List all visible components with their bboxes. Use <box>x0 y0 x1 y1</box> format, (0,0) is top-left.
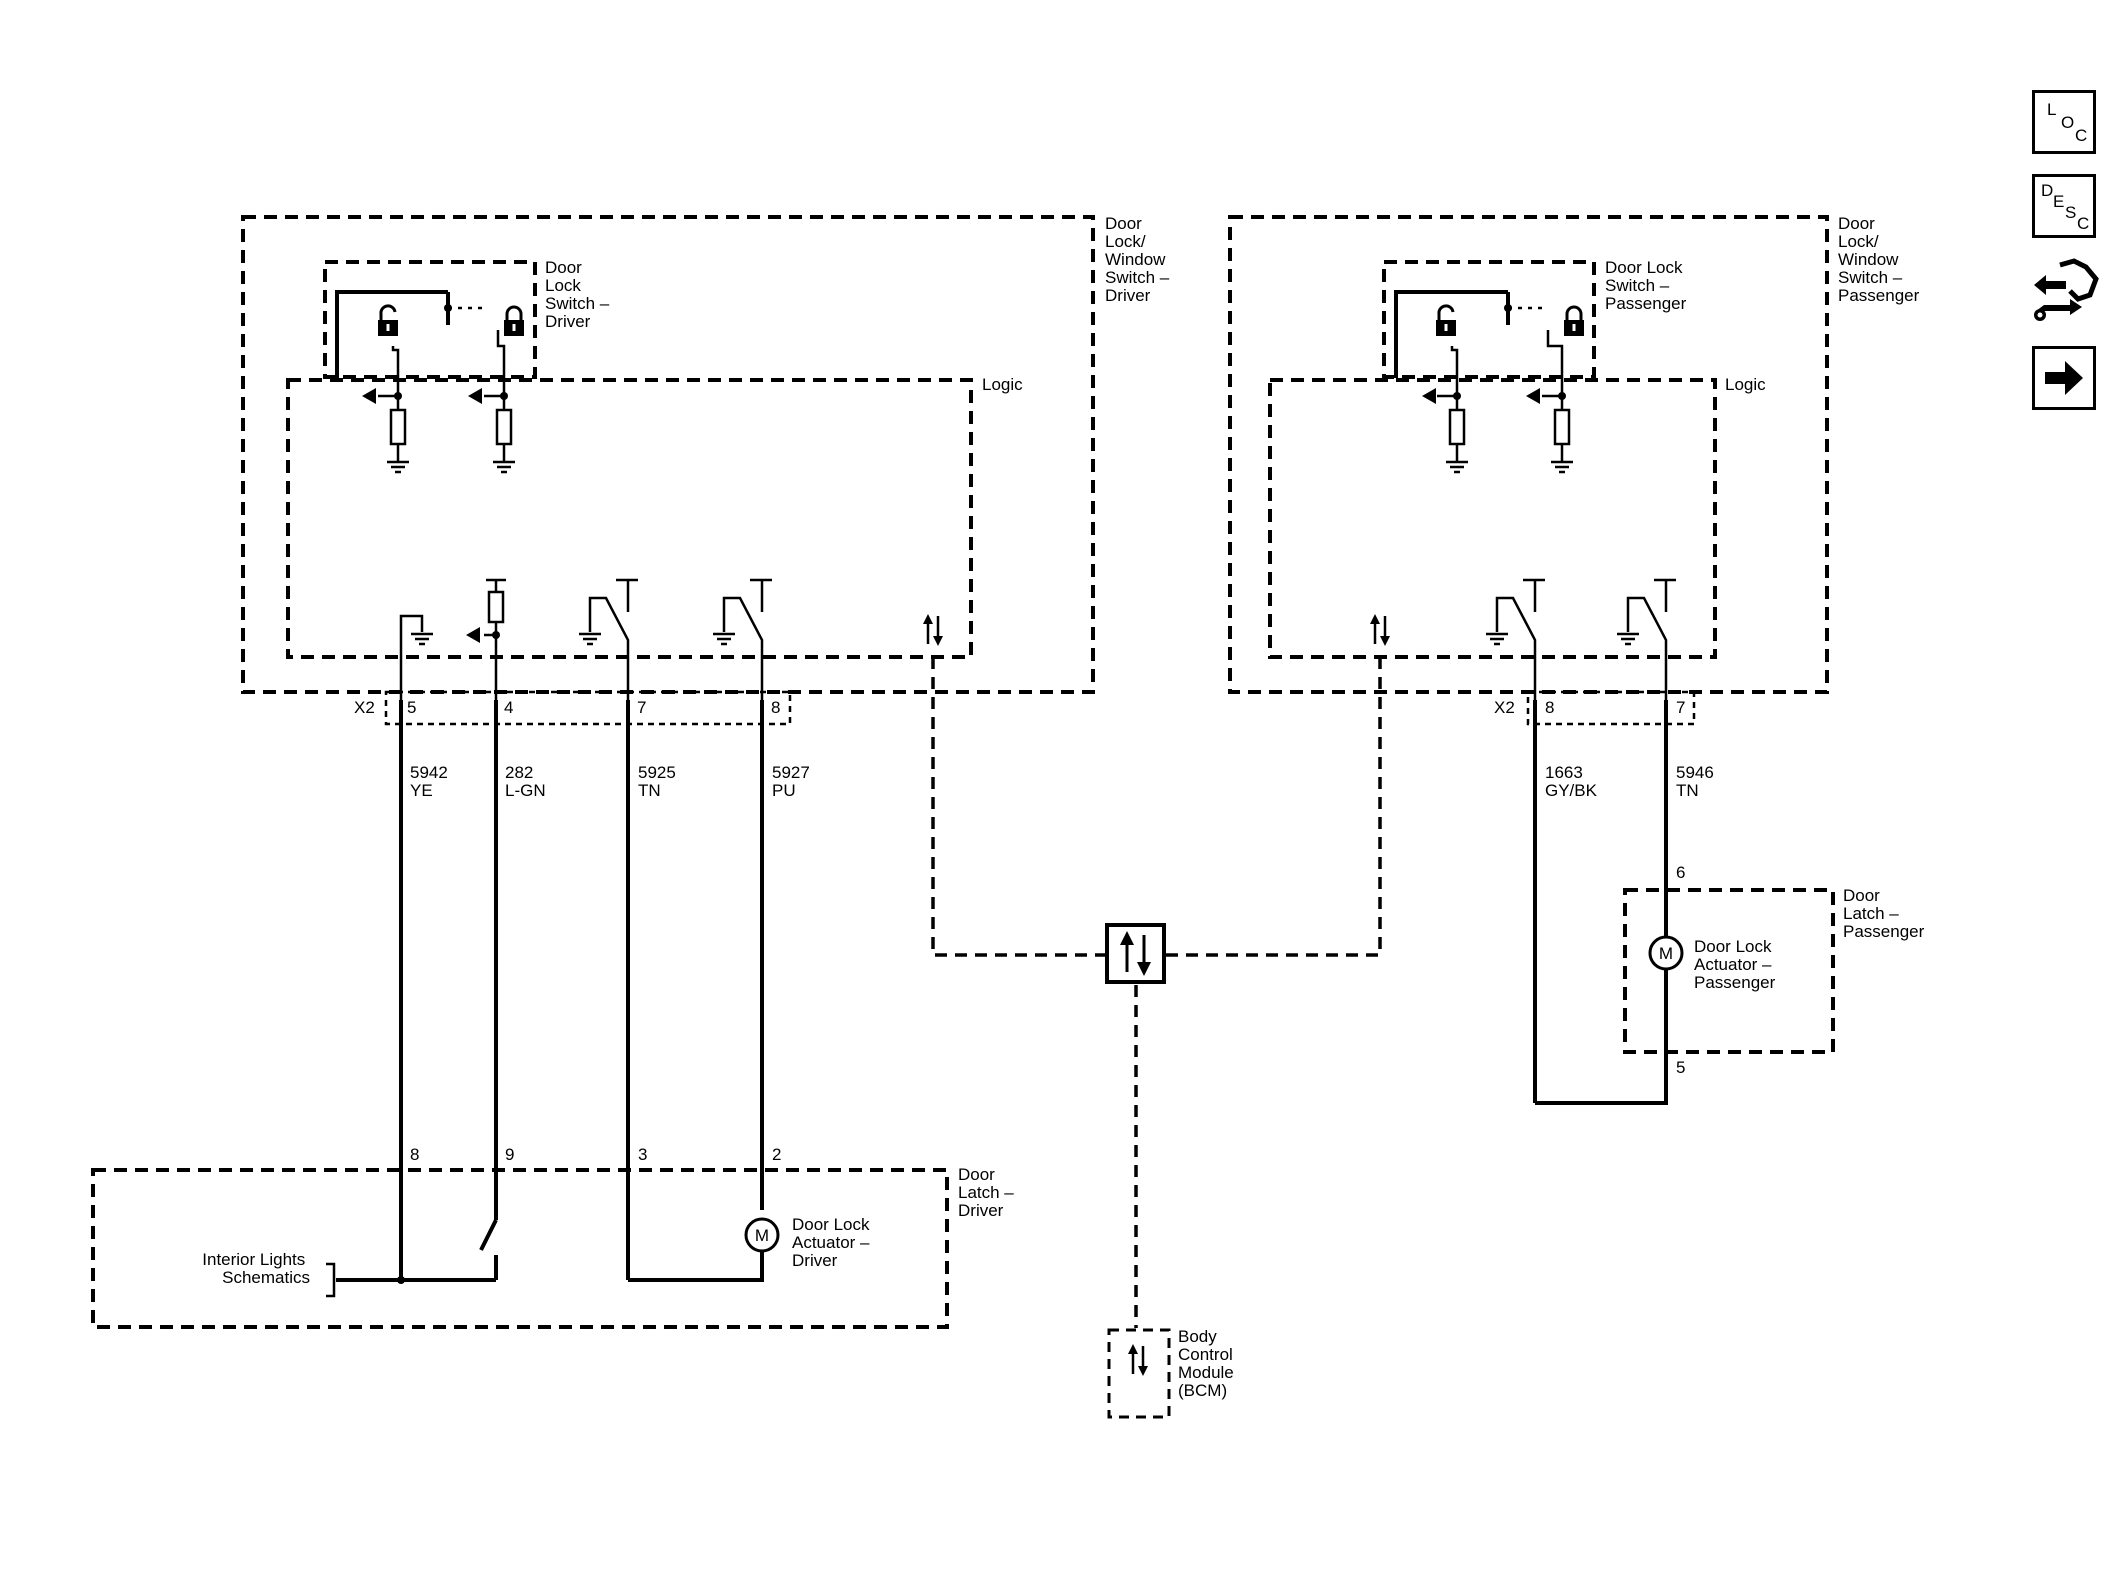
wire-282-label: 282 L-GN <box>505 763 546 800</box>
signal-arrow-icon <box>468 388 482 404</box>
passenger-latch-box <box>1623 888 1835 1054</box>
driver-latch-box <box>91 1168 949 1329</box>
unlock-icon <box>1434 304 1458 338</box>
passenger-connector-label: X2 <box>1494 698 1515 717</box>
ground-icon <box>1615 632 1641 646</box>
bcm-label: Body Control Module (BCM) <box>1178 1327 1239 1400</box>
driver-latch-circuits <box>326 1219 764 1298</box>
passenger-actuator-return <box>1535 968 1668 1105</box>
ground-icon <box>409 632 435 646</box>
wire-5942-label: 5942 YE <box>410 763 453 800</box>
loc-letter-c: C <box>2075 126 2088 145</box>
passenger-connector-x2 <box>1526 690 1696 726</box>
lock-icon <box>502 305 526 338</box>
ground-icon <box>1484 632 1510 646</box>
driver-lock-switch-contacts <box>335 290 506 395</box>
driver-connector-x2 <box>384 690 792 726</box>
passenger-lock-switch-contacts <box>1394 290 1564 395</box>
loc-letter-l: L <box>2047 100 2057 119</box>
driver-pin-4: 4 <box>504 698 513 717</box>
ground-icon <box>1444 460 1470 474</box>
bcm-box <box>1107 1328 1171 1419</box>
svg-text:M: M <box>755 1226 769 1245</box>
serial-data-icon <box>1126 1342 1150 1378</box>
serial-data-bus <box>931 657 1382 1328</box>
passenger-lock-switch-label: Door Lock Switch – Passenger <box>1605 258 1687 313</box>
passenger-lock-switch-box <box>1382 260 1596 379</box>
ground-icon <box>385 460 411 474</box>
desc-letter-d: D <box>2041 181 2054 200</box>
driver-pin-7: 7 <box>637 698 646 717</box>
driver-logic-outputs <box>399 578 772 700</box>
next-page-button[interactable] <box>2032 346 2096 410</box>
driver-module-box <box>241 215 1095 694</box>
passenger-actuator-motor-icon: M <box>1648 935 1684 971</box>
driver-latch-pin-9: 9 <box>505 1145 514 1164</box>
signal-arrow-icon <box>466 627 480 643</box>
driver-module-label: Door Lock/ Window Switch – Driver <box>1105 214 1174 305</box>
wire-5946-label: 5946 TN <box>1676 763 1719 800</box>
driver-actuator-motor-icon: M <box>744 1217 780 1253</box>
passenger-logic-outputs <box>1495 578 1676 700</box>
driver-latch-pin-8: 8 <box>410 1145 419 1164</box>
wire-5927-label: 5927 PU <box>772 763 815 800</box>
driver-actuator-label: Door Lock Actuator – Driver <box>792 1215 874 1270</box>
lock-icon <box>1562 305 1586 338</box>
passenger-logic-label: Logic <box>1725 375 1766 394</box>
driver-switch-sense-circuits <box>378 392 513 462</box>
interior-lights-link[interactable]: Interior Lights Schematics <box>202 1250 310 1287</box>
ground-icon <box>577 632 603 646</box>
passenger-latch-label: Door Latch – Passenger <box>1843 886 1925 941</box>
desc-letter-e: E <box>2053 192 2065 211</box>
driver-logic-box <box>286 378 973 659</box>
ground-icon <box>711 632 737 646</box>
driver-pin-8: 8 <box>771 698 780 717</box>
signal-arrow-icon <box>1422 388 1436 404</box>
desc-letter-s: S <box>2065 203 2077 222</box>
passenger-pin-8: 8 <box>1545 698 1554 717</box>
signal-arrow-icon <box>362 388 376 404</box>
passenger-latch-pin-5: 5 <box>1676 1058 1685 1077</box>
passenger-module-box <box>1228 215 1829 694</box>
svg-text:M: M <box>1659 944 1673 963</box>
passenger-actuator-label: Door Lock Actuator – Passenger <box>1694 937 1776 992</box>
driver-latch-pin-3: 3 <box>638 1145 647 1164</box>
desc-button[interactable]: D E S C <box>2032 174 2096 238</box>
passenger-switch-sense-circuits <box>1437 392 1571 462</box>
arrow-right-icon <box>2045 361 2083 395</box>
unlock-icon <box>376 304 400 338</box>
signal-arrow-icon <box>1526 388 1540 404</box>
driver-latch-label: Door Latch – Driver <box>958 1165 1019 1220</box>
connector-tools-icon[interactable] <box>2030 255 2100 330</box>
wire-5925-label: 5925 TN <box>638 763 681 800</box>
ground-icon <box>1549 460 1575 474</box>
loc-letter-o: O <box>2061 113 2075 132</box>
driver-pin-5: 5 <box>407 698 416 717</box>
driver-lock-switch-label: Door Lock Switch – Driver <box>545 258 614 331</box>
wire-1663-label: 1663 GY/BK <box>1545 763 1598 800</box>
serial-data-icon <box>921 612 945 648</box>
ground-icon <box>491 460 517 474</box>
driver-connector-label: X2 <box>354 698 375 717</box>
driver-latch-pin-2: 2 <box>772 1145 781 1164</box>
passenger-module-label: Door Lock/ Window Switch – Passenger <box>1838 214 1920 305</box>
serial-data-splice <box>1105 923 1166 984</box>
passenger-logic-box <box>1268 378 1717 659</box>
driver-logic-label: Logic <box>982 375 1023 394</box>
loc-button[interactable]: L O C <box>2032 90 2096 154</box>
driver-lock-switch-box <box>323 260 537 379</box>
passenger-pin-7: 7 <box>1676 698 1685 717</box>
passenger-latch-pin-6: 6 <box>1676 863 1685 882</box>
serial-data-icon <box>1368 612 1392 648</box>
desc-letter-c: C <box>2077 214 2090 233</box>
